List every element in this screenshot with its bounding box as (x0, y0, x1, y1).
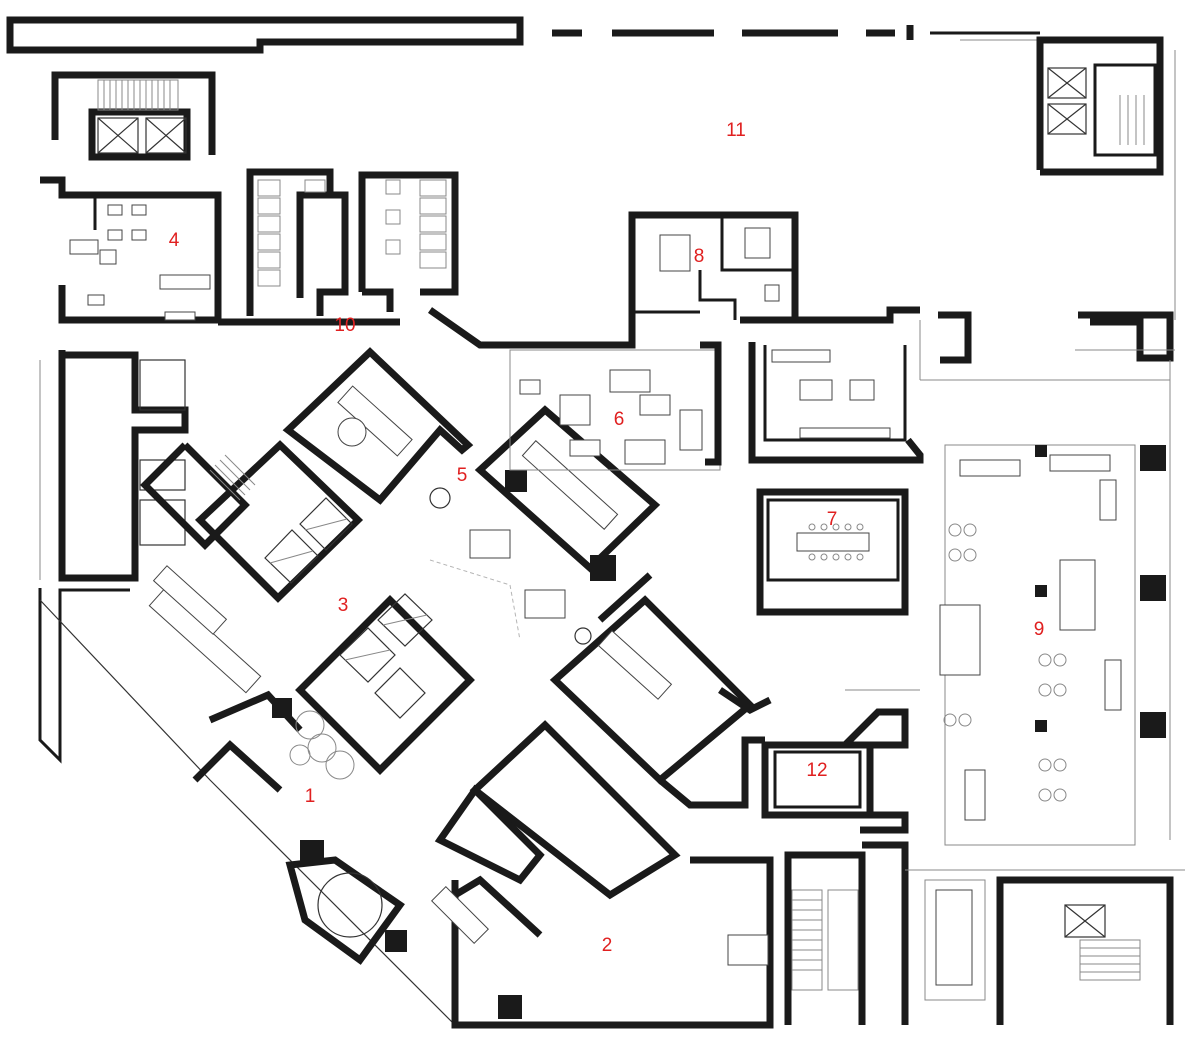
room-4-office (40, 176, 222, 324)
lounge-6 (509, 341, 722, 471)
southeast-cores (784, 841, 1185, 1025)
room-label-8: 8 (694, 246, 705, 267)
room-label-5: 5 (457, 465, 468, 486)
dining-9 (920, 360, 1171, 846)
room-7-boardroom (756, 488, 909, 616)
elevator-shafts (264, 497, 433, 719)
central-north-wall (218, 306, 1175, 380)
room-label-1: 1 (305, 786, 316, 807)
room-label-11: 11 (726, 120, 746, 141)
south-lobby (38, 565, 774, 1029)
north-booth-area (748, 342, 924, 464)
northwest-core (51, 71, 216, 161)
room-label-4: 4 (169, 230, 180, 251)
room-label-9: 9 (1034, 619, 1045, 640)
north-wall (6, 16, 1160, 54)
room-label-6: 6 (614, 409, 625, 430)
room-label-2: 2 (602, 935, 613, 956)
west-offices (39, 350, 189, 582)
northeast-core (1036, 36, 1176, 320)
restrooms (246, 168, 459, 316)
room-label-7: 7 (827, 509, 838, 530)
room-label-3: 3 (338, 595, 349, 616)
room-12 (761, 708, 909, 834)
room-8-meeting (628, 211, 799, 324)
room-label-12: 12 (806, 760, 827, 781)
misc-walls (597, 572, 920, 809)
lounge-5 (282, 347, 756, 785)
room-labels: 1 2 3 4 5 6 7 8 9 10 11 12 (169, 120, 1045, 956)
room-label-10: 10 (334, 315, 355, 336)
central-core-3 (140, 440, 475, 775)
